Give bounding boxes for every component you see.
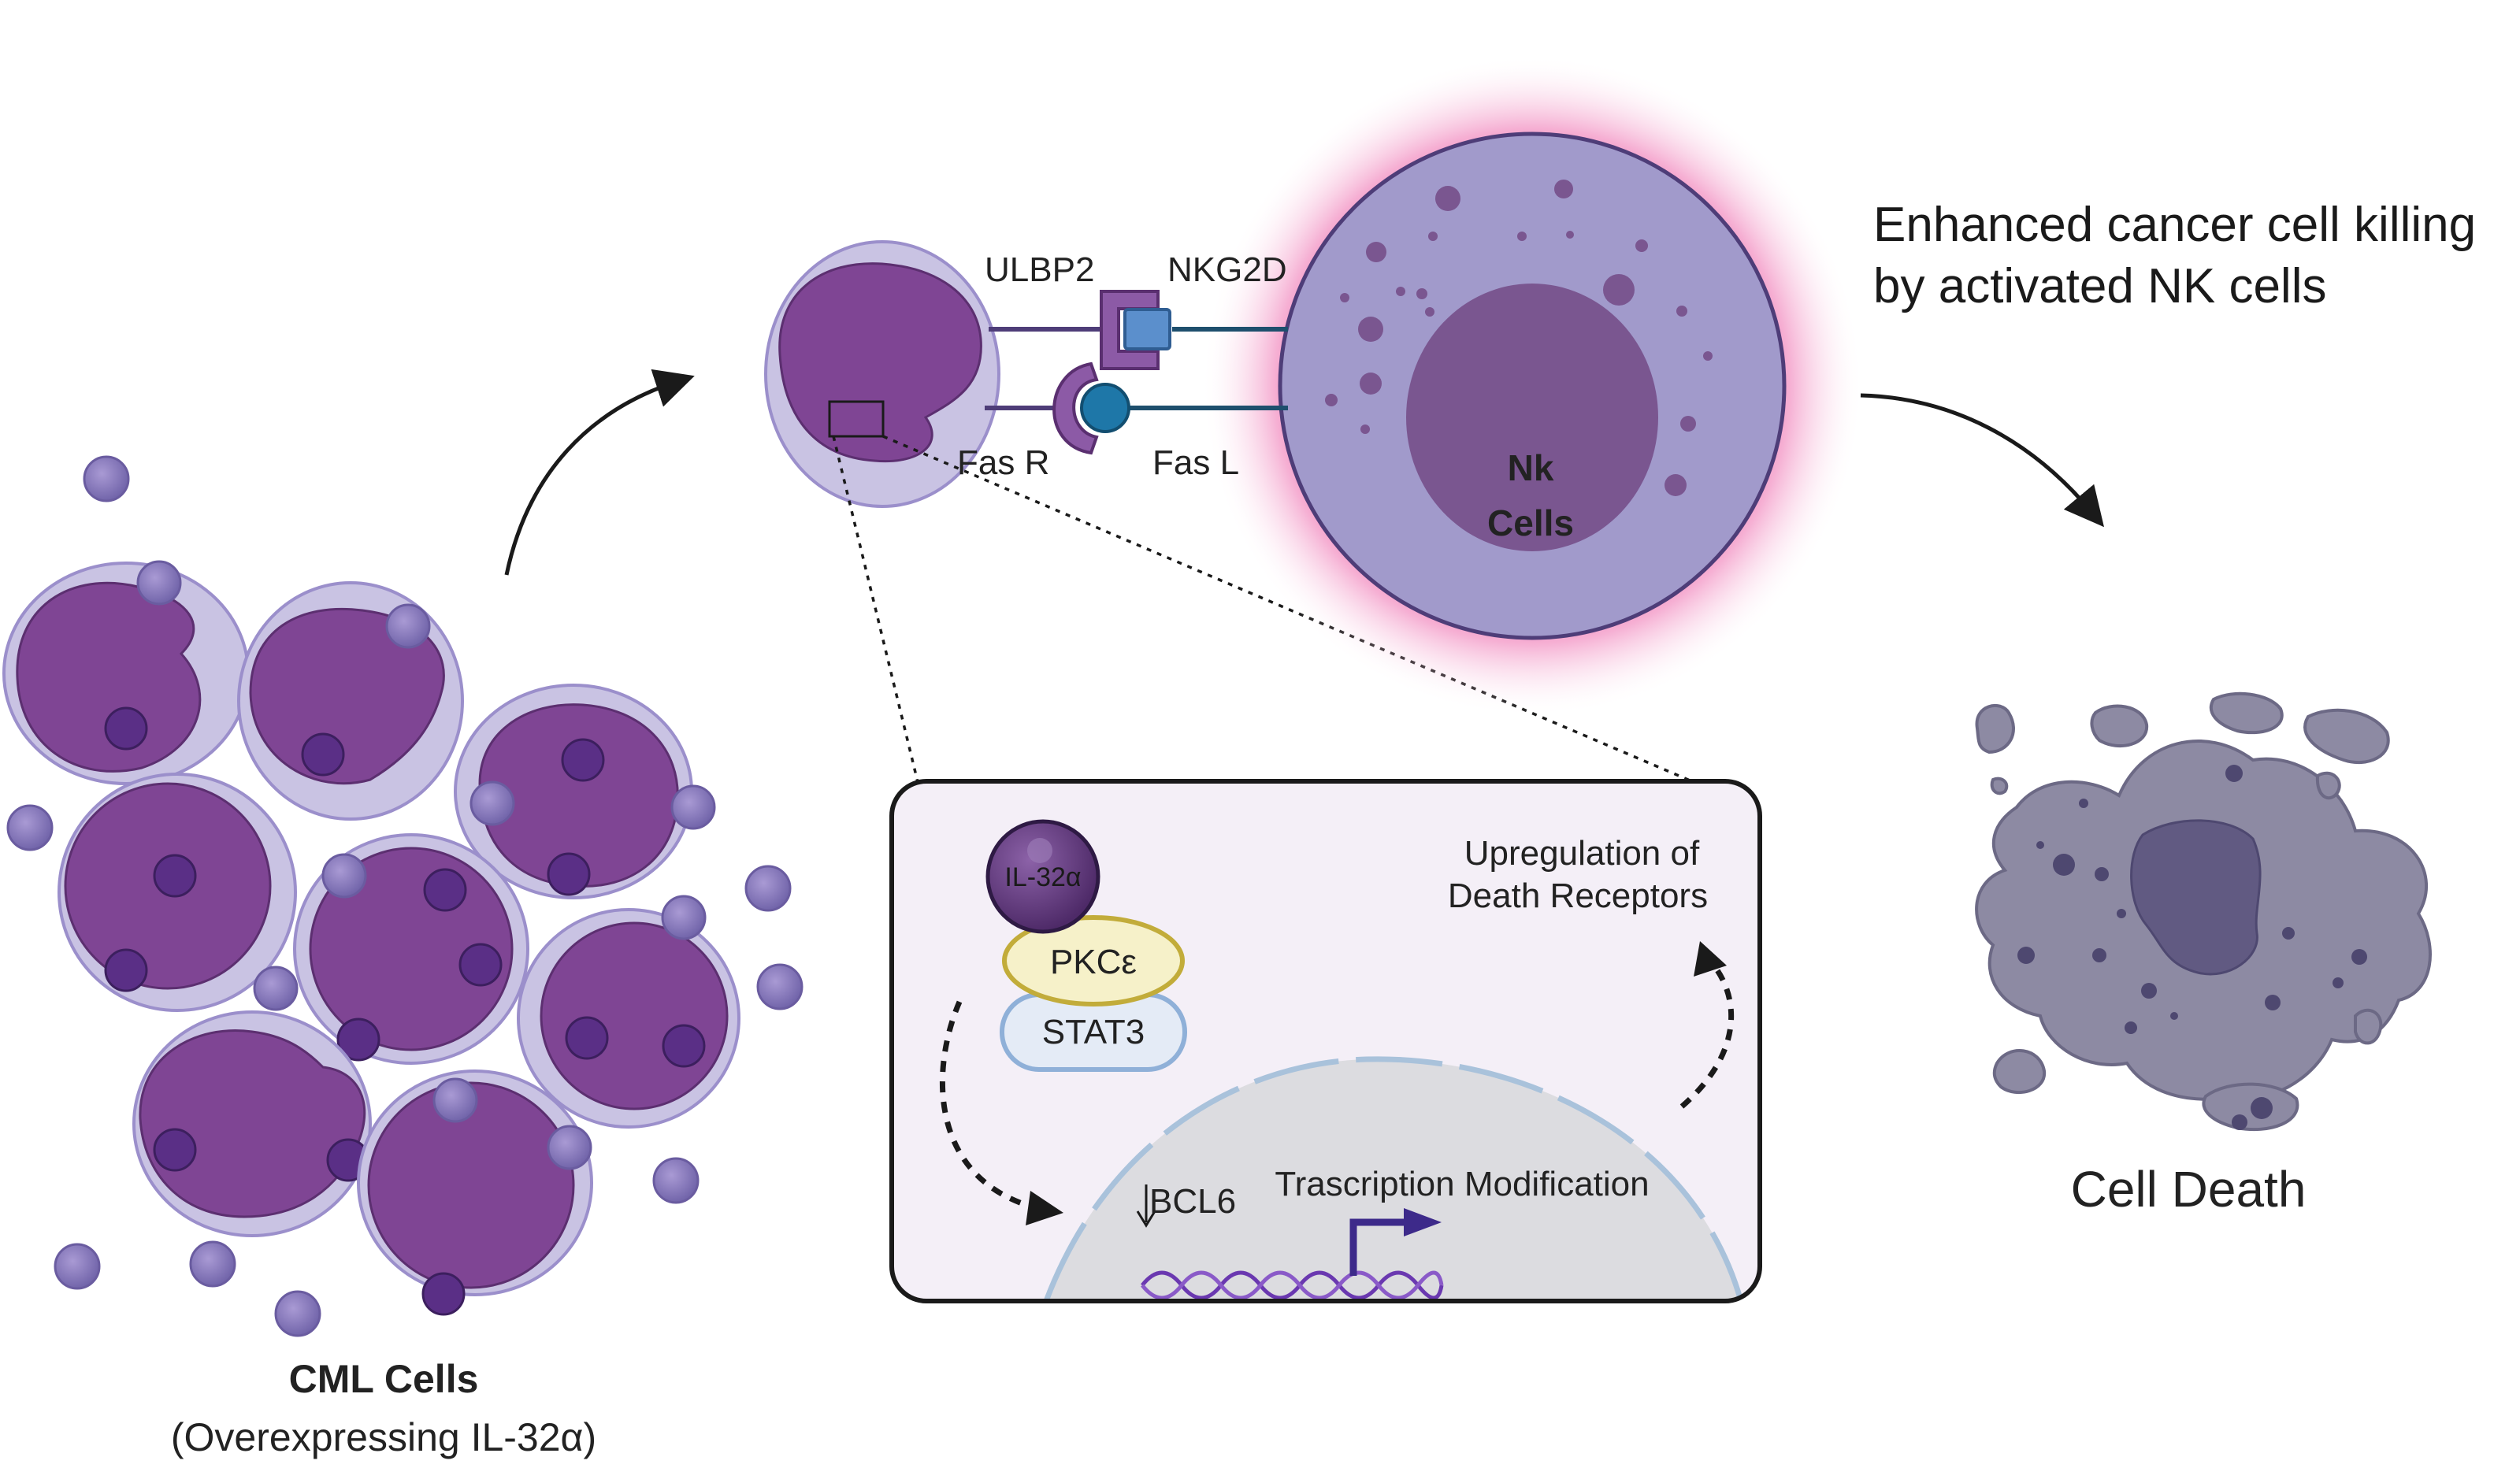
upregulation-line2: Death Receptors (1448, 877, 1708, 915)
signal-arrow-to-nucleus (939, 1000, 1041, 1212)
dead-cell (1975, 691, 2432, 1132)
fas-l-ligand (1080, 383, 1130, 433)
bcl6-label: BCL6 (1149, 1182, 1236, 1221)
enhanced-killing-line1: Enhanced cancer cell killing (1873, 198, 2476, 252)
nkg2d-label: NKG2D (1167, 250, 1287, 289)
stat3-protein: STAT3 (1000, 992, 1187, 1072)
cml-cell (132, 1010, 372, 1237)
il32-label: IL-32α (1004, 862, 1081, 892)
cell-death-label: Cell Death (2071, 1161, 2307, 1218)
dead-cell-fragments (1975, 691, 2390, 1132)
dna-helix (1141, 1270, 1444, 1300)
cml-cell-cluster (2, 455, 804, 1337)
bcl6-downregulation: BCL6 (1136, 1182, 1236, 1228)
signal-arrowhead-nucleus (1026, 1191, 1063, 1225)
signaling-inset: STAT3 PKCε IL-32α Upregulation of Death … (889, 779, 1762, 1303)
nuclear-envelope (1043, 1056, 1744, 1301)
pkc-protein: PKCε (1002, 915, 1185, 1006)
receptor-ligand-pairs (985, 290, 1288, 455)
cml-cell (517, 895, 740, 1129)
signal-arrowhead-surface (1694, 941, 1727, 977)
upregulation-line1: Upregulation of (1464, 834, 1700, 873)
fas-r-label: Fas R (957, 443, 1049, 482)
transcription-start-arrow (1349, 1218, 1408, 1276)
zoom-region-box (828, 400, 885, 438)
cml-cells-subtitle: (Overexpressing IL-32α) (171, 1415, 596, 1459)
cml-cell (454, 684, 716, 899)
signal-arrow-to-surface (1679, 962, 1734, 1109)
nk-label-line1: Nk (1508, 447, 1554, 488)
ulbp2-label: ULBP2 (985, 250, 1094, 289)
nkg2d-receptor (1123, 308, 1171, 350)
nk-cell: Nk Cells (1201, 55, 1863, 717)
cml-cell (253, 833, 529, 1065)
stat3-label: STAT3 (1042, 1013, 1145, 1051)
nk-label-line2: Cells (1487, 502, 1574, 543)
free-granules (6, 455, 804, 1337)
dead-cell-debris (2017, 765, 2367, 1130)
progression-arrow-2 (1860, 393, 2105, 528)
enhanced-killing-line2: by activated NK cells (1873, 259, 2326, 313)
cml-cell (2, 560, 250, 785)
pkc-label: PKCε (1050, 943, 1137, 981)
il32-protein: IL-32α (985, 819, 1100, 934)
ulbp2-receptor (1100, 290, 1160, 370)
transcription-arrowhead (1404, 1208, 1442, 1236)
cml-cell (357, 1069, 593, 1316)
fas-l-label: Fas L (1152, 443, 1239, 482)
cml-cell (237, 581, 464, 821)
zoom-line-right (882, 435, 1694, 784)
progression-arrow-1 (504, 369, 695, 576)
cml-cells-title: CML Cells (289, 1357, 479, 1401)
transcription-label: Trascription Modification (1275, 1165, 1649, 1203)
cml-cell (58, 773, 297, 1012)
fas-r-receptor (1052, 361, 1099, 455)
nucleus-region (1046, 1058, 1741, 1301)
target-cml-cell (764, 240, 1000, 508)
zoom-line-left (832, 436, 919, 783)
nk-granules (1325, 180, 1713, 496)
